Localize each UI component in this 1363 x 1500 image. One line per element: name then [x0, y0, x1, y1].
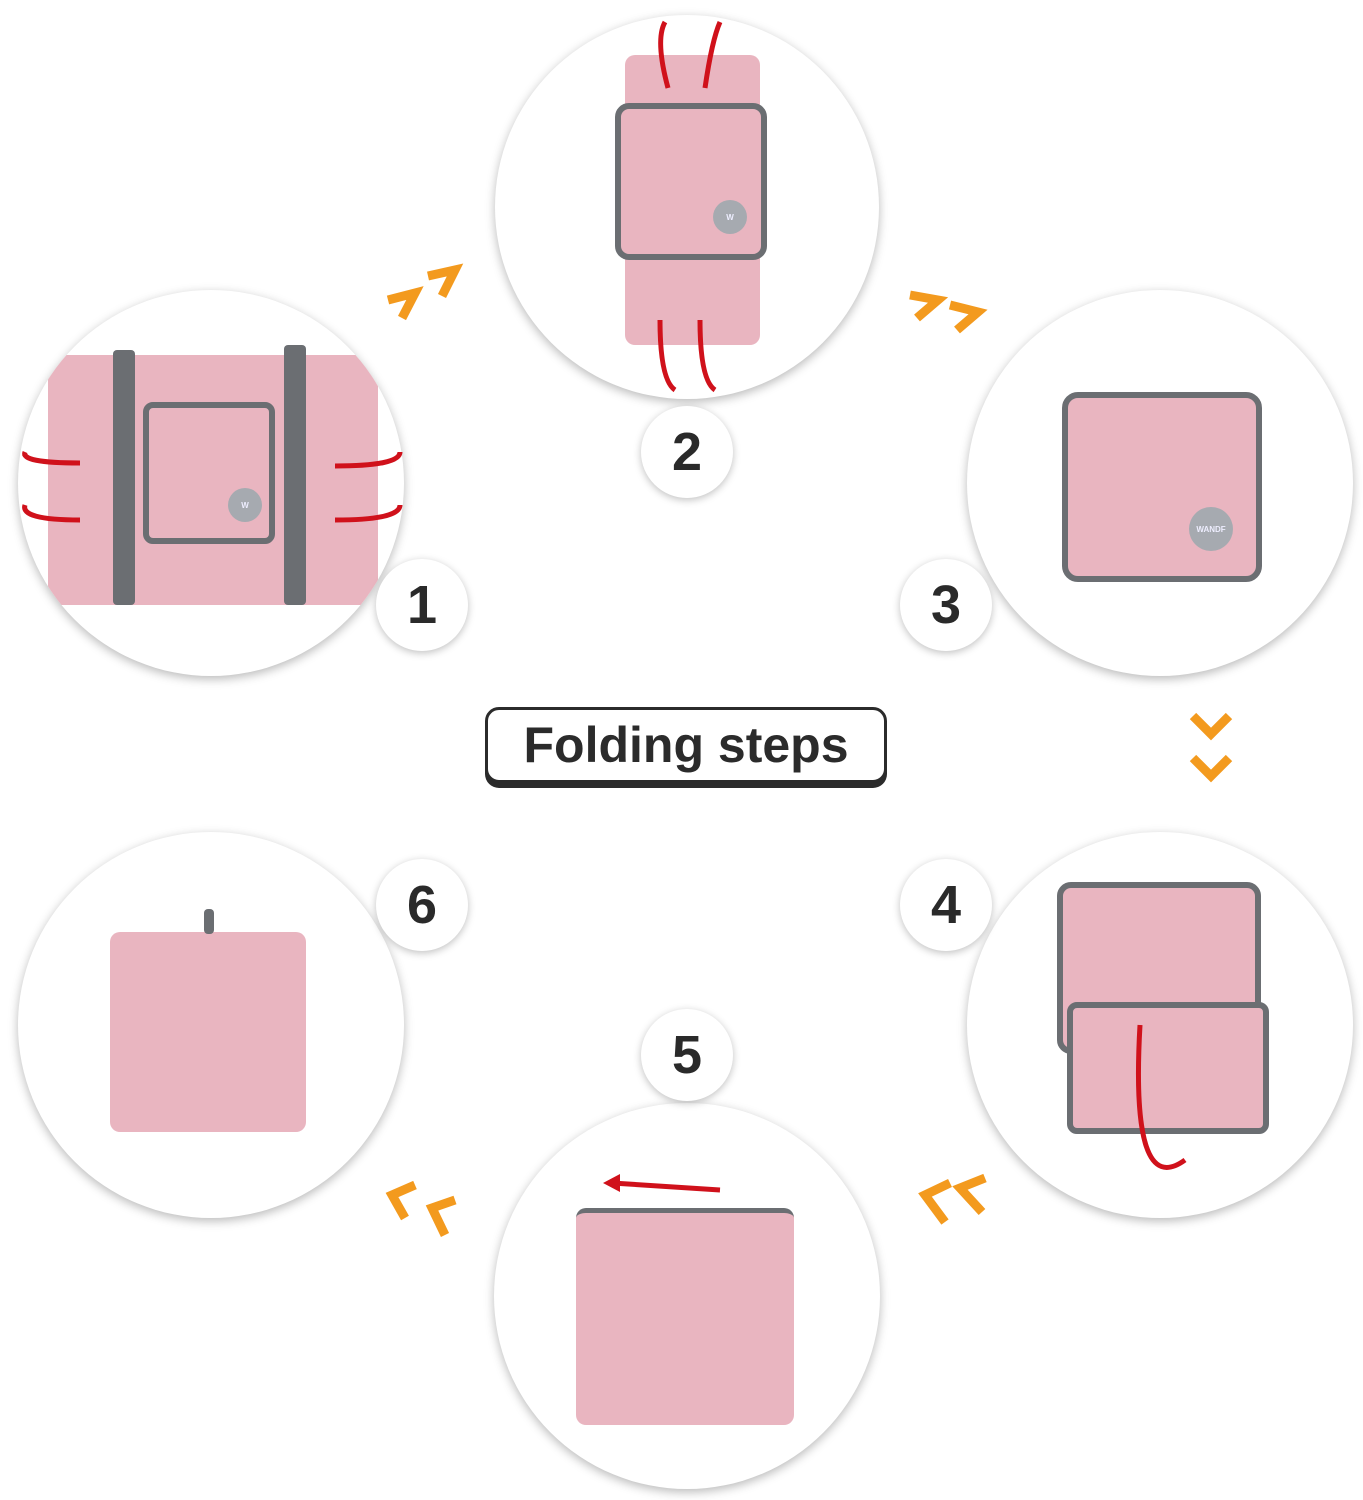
- curved-arrow-icon: [697, 319, 717, 393]
- chevron-right-icon: [386, 286, 424, 321]
- chevron-left-icon: [918, 1178, 952, 1225]
- pull-arrow-icon: [611, 1180, 721, 1193]
- step-6-image: [18, 832, 404, 1218]
- chevrons: [385, 263, 1233, 1237]
- step-5-badge: 5: [641, 1009, 733, 1101]
- bag-bottom: [1067, 1002, 1269, 1134]
- curved-arrow-icon: [702, 20, 723, 89]
- packed-bag: [576, 1208, 794, 1425]
- step-4-image: [967, 832, 1353, 1218]
- chevron-right-icon: [909, 290, 949, 322]
- chevron-left-icon: [425, 1195, 457, 1237]
- chevron-right-icon: [948, 300, 988, 334]
- chevron-left-icon: [385, 1180, 417, 1221]
- folded-bag: [1062, 392, 1262, 582]
- curved-arrow-icon: [658, 20, 671, 89]
- brand-logo: W: [228, 488, 262, 522]
- curved-arrow-icon: [334, 451, 403, 469]
- chevron-left-icon: [952, 1173, 987, 1216]
- curved-arrow-icon: [657, 319, 677, 393]
- brand-logo: WANDF: [1189, 507, 1233, 551]
- curved-arrow-icon: [1135, 1024, 1187, 1170]
- curved-arrow-icon: [22, 450, 81, 466]
- bag-strap: [284, 345, 306, 605]
- bag-pocket: [143, 402, 275, 544]
- step-1-image: W: [18, 290, 404, 676]
- step-2-badge: 2: [641, 406, 733, 498]
- bag-strap: [113, 350, 135, 605]
- curved-arrow-icon: [22, 504, 81, 523]
- page-title: Folding steps: [485, 707, 887, 783]
- chevron-down-icon: [1189, 754, 1233, 783]
- curved-arrow-icon: [334, 504, 403, 523]
- brand-logo: W: [713, 200, 747, 234]
- fold-arrows: [22, 20, 1187, 1170]
- bag-pocket: [615, 103, 767, 260]
- chevron-right-icon: [427, 263, 464, 299]
- step-6-badge: 6: [376, 859, 468, 951]
- step-5-image: [494, 1103, 880, 1489]
- chevron-down-icon: [1189, 712, 1233, 741]
- step-1-badge: 1: [376, 559, 468, 651]
- step-4-badge: 4: [900, 859, 992, 951]
- packed-pouch: [110, 932, 306, 1132]
- step-3-badge: 3: [900, 559, 992, 651]
- pouch-loop: [204, 909, 214, 934]
- step-2-image: W: [495, 15, 879, 399]
- step-3-image: WANDF: [967, 290, 1353, 676]
